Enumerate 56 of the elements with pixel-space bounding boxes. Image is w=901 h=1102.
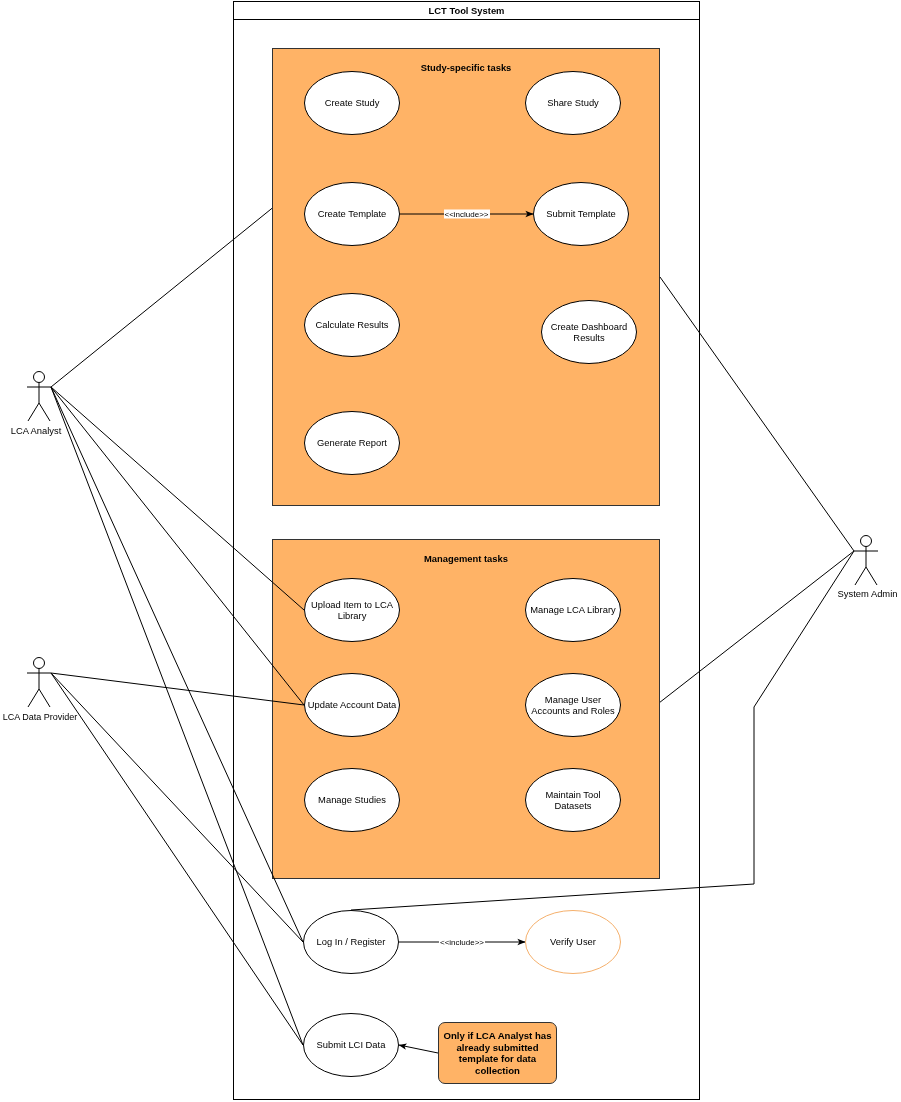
use-case-ellipse: [304, 293, 400, 357]
system-boundary: [233, 1, 700, 1100]
actor-name: LCA Analyst: [10, 425, 62, 436]
association-line: [50, 207, 273, 388]
use-case-ellipse: [525, 768, 621, 832]
use-case-name: Calculate Results: [315, 319, 389, 331]
association-line: [50, 672, 304, 1046]
use-case-name: Generate Report: [317, 437, 387, 449]
use-case-ellipse: [533, 182, 629, 246]
use-case-ellipse: [304, 411, 400, 475]
use-case-name: Create Dashboard Results: [549, 320, 629, 344]
group-title: Study-specific tasks: [420, 62, 512, 73]
association-line: [659, 550, 855, 703]
use-case-name: Create Template: [317, 208, 387, 220]
use-case-ellipse: [303, 910, 399, 974]
use-case-name: Manage User Accounts and Roles: [530, 693, 616, 717]
actor-name: System Admin: [837, 588, 898, 599]
edge-label: <<include>>: [439, 937, 485, 947]
use-case-ellipse: [541, 300, 637, 364]
use-case-ellipse: [525, 71, 621, 135]
use-case-ellipse: [525, 910, 621, 974]
use-case-ellipse: [525, 673, 621, 737]
association-line: [350, 550, 855, 911]
use-case-ellipse: [304, 182, 400, 246]
actor-name: LCA Data Provider: [2, 712, 78, 723]
arrow: [398, 1043, 439, 1054]
use-case-name: Maintain Tool Datasets: [544, 788, 602, 812]
system-name: LCT Tool System: [428, 5, 505, 16]
group-title: Management tasks: [424, 553, 508, 564]
use-case-ellipse: [304, 578, 400, 642]
association-line: [50, 672, 305, 706]
use-case-ellipse: [304, 673, 400, 737]
use-case-name: Manage Studies: [318, 794, 386, 806]
use-case-name: Log In / Register: [316, 936, 386, 948]
use-case-ellipse: [304, 768, 400, 832]
group-panel: [272, 48, 660, 506]
use-case-name: Submit LCI Data: [316, 1039, 386, 1051]
use-case-name: Upload Item to LCA Library: [310, 598, 394, 622]
use-case-ellipse: [304, 71, 400, 135]
use-case-name: Verify User: [550, 936, 596, 948]
group-panel: [272, 539, 660, 879]
note-box: [438, 1022, 557, 1084]
use-case-name: Create Study: [324, 97, 380, 109]
use-case-ellipse: [303, 1013, 399, 1077]
use-case-name: Submit Template: [546, 208, 616, 220]
use-case-name: Manage LCA Library: [530, 604, 616, 616]
note-text: Only if LCA Analyst has already submitted template for data collection: [442, 1030, 553, 1076]
association-line: [50, 672, 304, 943]
edge-label: <<include>>: [443, 209, 490, 219]
use-case-ellipse: [525, 578, 621, 642]
association-line: [659, 276, 855, 552]
use-case-name: Update Account Data: [307, 699, 397, 711]
association-line: [50, 386, 304, 1046]
use-case-name: Share Study: [547, 97, 599, 109]
association-line: [50, 386, 305, 706]
association-line: [50, 386, 305, 611]
